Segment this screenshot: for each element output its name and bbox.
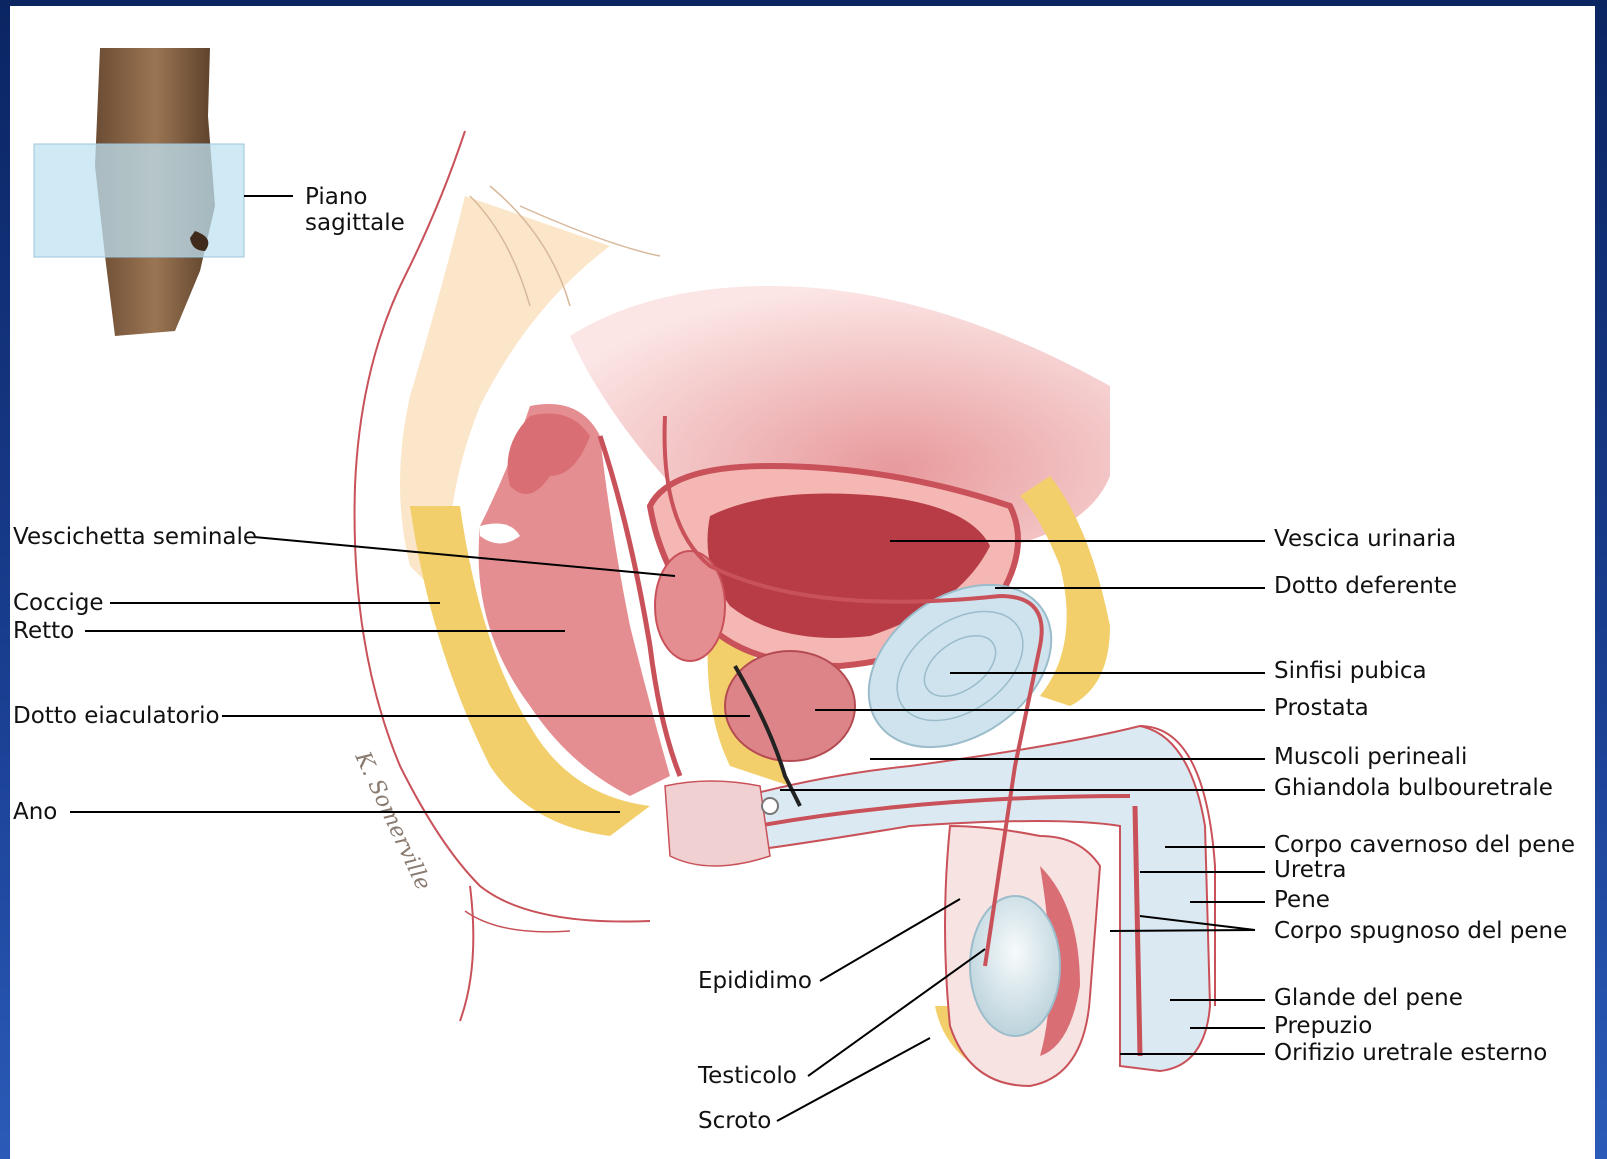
inset-label-line1: Piano <box>305 184 405 210</box>
label-retto: Retto <box>13 618 74 644</box>
scrotum <box>945 826 1100 1086</box>
label-muscoli-perineali: Muscoli perineali <box>1274 744 1467 770</box>
label-corpo-cavernoso: Corpo cavernoso del pene <box>1274 832 1575 858</box>
label-coccige: Coccige <box>13 590 104 616</box>
label-corpo-spugnoso: Corpo spugnoso del pene <box>1274 918 1567 944</box>
inset-label-line2: sagittale <box>305 210 405 236</box>
label-pene: Pene <box>1274 887 1330 913</box>
inset-label: Piano sagittale <box>305 184 405 236</box>
perineal-muscles <box>665 781 778 866</box>
label-glande: Glande del pene <box>1274 985 1463 1011</box>
signature: K. Somerville <box>349 747 435 894</box>
label-vescica-urinaria: Vescica urinaria <box>1274 526 1456 552</box>
label-sinfisi-pubica: Sinfisi pubica <box>1274 658 1427 684</box>
label-epididimo: Epididimo <box>698 968 812 994</box>
inset-figure <box>34 48 293 336</box>
illustration-panel: K. Somerville Piano sagittale Vescichett… <box>10 6 1595 1159</box>
label-ghiandola-bulbouretrale: Ghiandola bulbouretrale <box>1274 775 1553 801</box>
label-uretra: Uretra <box>1274 857 1347 883</box>
label-orifizio: Orifizio uretrale esterno <box>1274 1040 1547 1066</box>
label-vescichetta-seminale: Vescichetta seminale <box>13 524 257 550</box>
label-prepuzio: Prepuzio <box>1274 1013 1372 1039</box>
label-dotto-eiaculatorio: Dotto eiaculatorio <box>13 703 220 729</box>
label-ano: Ano <box>13 799 57 825</box>
label-dotto-deferente: Dotto deferente <box>1274 573 1457 599</box>
label-prostata: Prostata <box>1274 695 1369 721</box>
label-scroto: Scroto <box>698 1108 771 1134</box>
label-testicolo: Testicolo <box>698 1063 797 1089</box>
